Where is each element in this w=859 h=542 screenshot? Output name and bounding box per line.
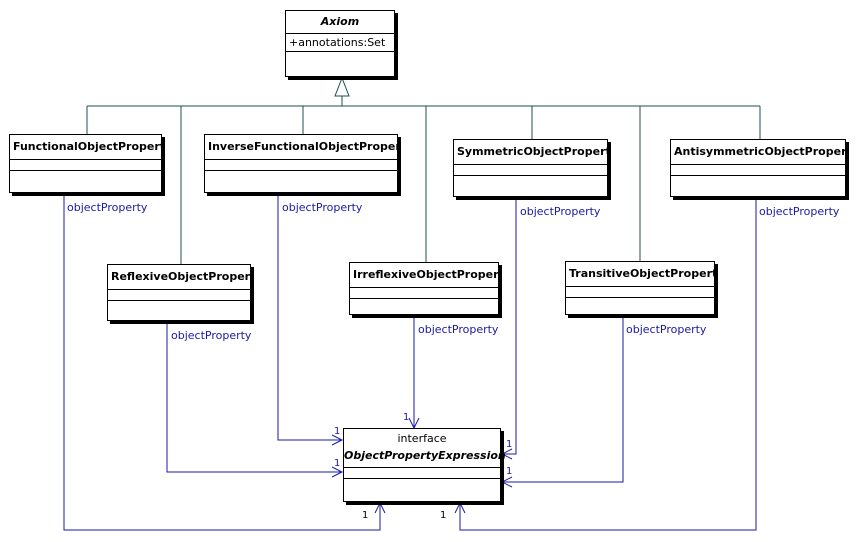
class-name: InverseFunctionalObjectProperty [205,135,397,160]
antisymmetric-object-property-class[interactable]: AntisymmetricObjectProperty [670,139,846,197]
operations-section [454,176,607,186]
interface-name: ObjectPropertyExpression [344,447,506,468]
association-arrowheads [331,417,513,514]
role-label-functional: objectProperty [67,201,148,214]
class-name: IrreflexiveObjectProperty [350,263,498,288]
multiplicity-functional: 1 [362,510,369,521]
attributes-section [344,468,500,479]
operations-section [671,176,845,186]
multiplicity-inverse-functional: 1 [334,426,341,437]
reflexive-object-property-class[interactable]: ReflexiveObjectProperty [107,264,251,321]
inverse-functional-object-property-class[interactable]: InverseFunctionalObjectProperty [204,134,398,193]
generalization-lines [86,96,761,264]
role-label-reflexive: objectProperty [171,329,252,342]
attributes-section [454,165,607,176]
role-label-symmetric: objectProperty [520,205,601,218]
functional-object-property-class[interactable]: FunctionalObjectProperty [9,134,162,193]
operations-section [350,299,498,309]
class-name: AntisymmetricObjectProperty [671,140,845,165]
attributes-section [205,160,397,171]
association-lines [63,194,757,531]
operations-section [108,301,250,311]
transitive-object-property-class[interactable]: TransitiveObjectProperty [565,261,715,315]
object-property-expression-interface[interactable]: interface ObjectPropertyExpression [343,428,506,502]
class-name: ReflexiveObjectProperty [108,265,250,290]
attributes-section [350,288,498,299]
attributes-section [10,160,161,171]
interface-stereotype: interface [397,432,447,445]
axiom-class-name: Axiom [286,11,394,34]
multiplicity-transitive: 1 [506,466,513,477]
class-name: TransitiveObjectProperty [566,262,714,287]
role-label-inverse-functional: objectProperty [282,201,363,214]
multiplicity-irreflexive: 1 [403,412,410,423]
operations-section [566,298,714,308]
symmetric-object-property-class[interactable]: SymmetricObjectProperty [453,139,608,197]
generalization-arrowhead [334,76,350,97]
axiom-attribute: +annotations:Set [286,34,394,52]
multiplicity-reflexive: 1 [334,458,341,469]
attributes-section [671,165,845,176]
multiplicity-antisymmetric: 1 [440,510,447,521]
axiom-operations-section [286,52,394,62]
role-label-antisymmetric: objectProperty [759,205,840,218]
class-name: SymmetricObjectProperty [454,140,607,165]
multiplicity-symmetric: 1 [506,439,513,450]
attributes-section [566,287,714,298]
attributes-section [108,290,250,301]
axiom-class[interactable]: Axiom +annotations:Set [285,10,395,77]
role-label-irreflexive: objectProperty [418,323,499,336]
operations-section [10,171,161,181]
irreflexive-object-property-class[interactable]: IrreflexiveObjectProperty [349,262,499,315]
class-name: FunctionalObjectProperty [10,135,161,160]
operations-section [344,479,500,489]
role-label-transitive: objectProperty [626,323,707,336]
operations-section [205,171,397,181]
